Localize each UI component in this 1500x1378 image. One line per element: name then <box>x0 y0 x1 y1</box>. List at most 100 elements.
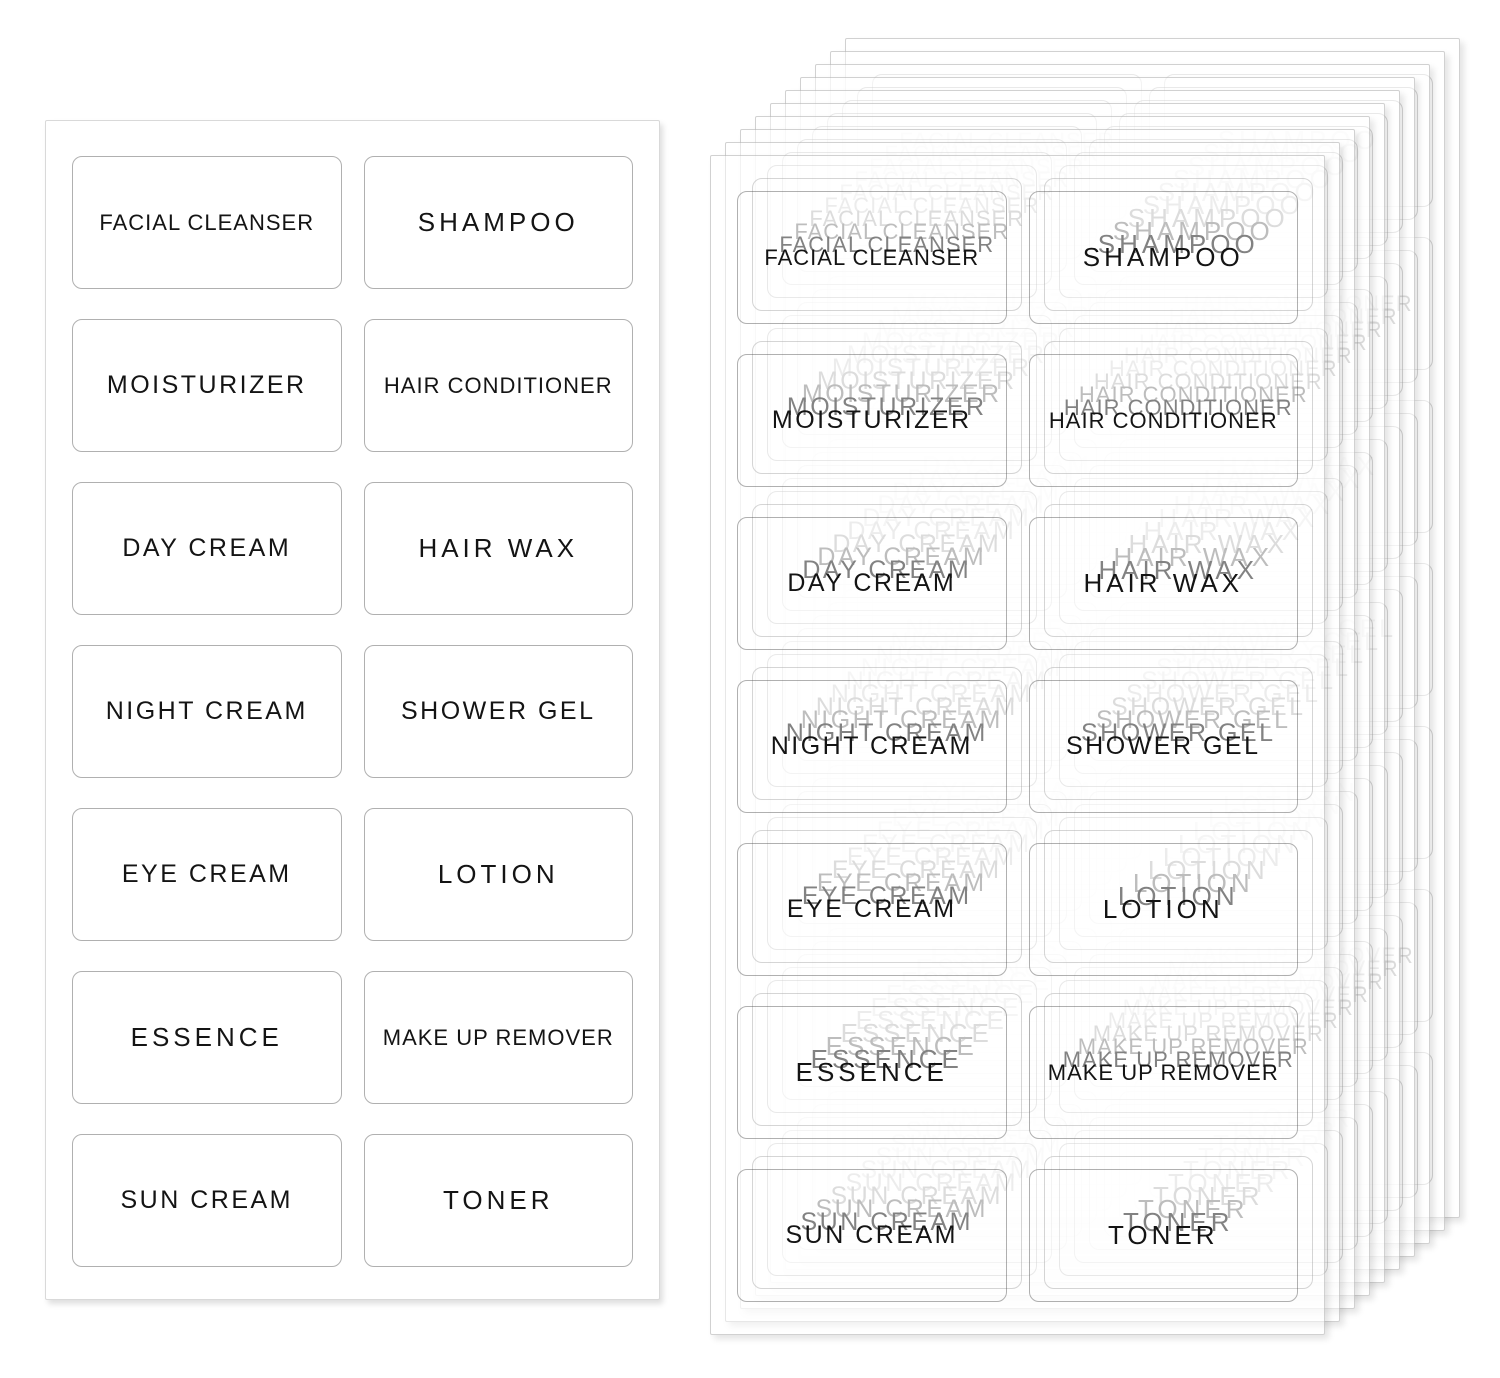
label-sticker: MAKE UP REMOVER <box>1043 993 1313 1126</box>
label-text: SHAMPOO <box>417 207 579 237</box>
label-text: FACIAL CLEANSER <box>99 209 315 235</box>
label-text: LOTION <box>1102 894 1224 924</box>
label-sticker: SHOWER GEL <box>1133 589 1403 722</box>
label-sticker: MOISTURIZER <box>737 354 1007 487</box>
label-text: LOTION <box>1177 829 1299 859</box>
label-sticker: SHOWER GEL <box>1118 602 1388 735</box>
label-sticker: NIGHT CREAM <box>812 615 1082 748</box>
label-sticker: SHOWER GEL <box>1148 576 1418 709</box>
label-sticker: SHAMPOO <box>1148 87 1418 220</box>
label-sticker: LOTION <box>1103 778 1373 911</box>
label-sticker: HAIR WAX <box>1088 465 1358 598</box>
label-text: HAIR WAX <box>1098 555 1259 585</box>
label-sticker: NIGHT CREAM <box>752 667 1022 800</box>
label-sticker: MOISTURIZER <box>782 315 1052 448</box>
label-text: SUN CREAM <box>785 1221 958 1249</box>
label-sticker: ESSENCE <box>797 954 1067 1087</box>
label-sticker: SHOWER GEL <box>363 645 633 778</box>
label-text: SHOWER GEL <box>1186 628 1381 656</box>
label-sticker: HAIR CONDITIONER <box>1088 302 1358 435</box>
label-text: MOISTURIZER <box>106 371 307 399</box>
label-sticker: HAIR WAX <box>1028 517 1298 650</box>
label-sticker: DAY CREAM <box>737 517 1007 650</box>
label-text: FACIAL CLEANSER <box>794 218 1010 244</box>
label-text: MOISTURIZER <box>801 380 1002 408</box>
label-text: SHOWER GEL <box>1111 693 1306 721</box>
label-text: SUN CREAM <box>120 1186 293 1214</box>
label-sticker: LOTION <box>1118 765 1388 898</box>
label-sticker: MAKE UP REMOVER <box>1148 902 1418 1035</box>
label-text: HAIR CONDITIONER <box>1063 394 1293 420</box>
label-text: EYE CREAM <box>816 869 987 897</box>
label-sticker: SUN CREAM <box>72 1134 342 1267</box>
label-text: LOTION <box>1207 803 1329 833</box>
label-text: LOTION <box>1237 777 1359 807</box>
label-sticker: FACIAL CLEANSER <box>72 156 342 289</box>
label-sticker: SHOWER GEL <box>1088 628 1358 761</box>
label-sticker: NIGHT CREAM <box>72 645 342 778</box>
label-text: TONER <box>1227 1116 1339 1146</box>
label-text: SHOWER GEL <box>1126 680 1321 708</box>
label-sticker: TONER <box>1148 1065 1418 1198</box>
label-sheet: FACIAL CLEANSER SHAMPOO MOISTURIZER HAIR CO… <box>710 155 1325 1335</box>
label-sticker: LOTION <box>1043 830 1313 963</box>
label-text: ESSENCE <box>795 1057 948 1087</box>
label-sticker: LOTION <box>1148 739 1418 872</box>
label-text: LOTION <box>1192 816 1314 846</box>
label-text: SHOWER GEL <box>1096 706 1291 734</box>
label-text: MAKE UP REMOVER <box>1167 955 1399 981</box>
label-text: ESSENCE <box>810 1044 963 1074</box>
label-text: SHOWER GEL <box>1081 719 1276 747</box>
label-sticker: HAIR WAX <box>1073 478 1343 611</box>
label-sticker: ESSENCE <box>872 889 1142 1022</box>
label-text: SUN CREAM <box>815 1195 988 1223</box>
label-text: HAIR WAX <box>1083 568 1244 598</box>
label-sticker: MAKE UP REMOVER <box>1073 967 1343 1100</box>
label-sticker: DAY CREAM <box>812 452 1082 585</box>
label-text: HAIR CONDITIONER <box>1153 316 1383 342</box>
label-sticker: HAIR WAX <box>363 482 633 615</box>
label-sticker: FACIAL CLEANSER <box>812 126 1082 259</box>
label-text: ESSENCE <box>885 979 1038 1009</box>
label-sticker: MAKE UP REMOVER <box>1028 1006 1298 1139</box>
label-sticker: MOISTURIZER <box>767 328 1037 461</box>
label-sticker: SUN CREAM <box>752 1156 1022 1289</box>
label-sticker: ESSENCE <box>72 971 342 1104</box>
label-text: SHOWER GEL <box>401 697 596 725</box>
label-text: ESSENCE <box>840 1018 993 1048</box>
label-sticker: TONER <box>1103 1104 1373 1237</box>
label-text: DAY CREAM <box>787 569 957 597</box>
label-sticker: EYE CREAM <box>797 791 1067 924</box>
label-sticker: MOISTURIZER <box>812 289 1082 422</box>
label-text: SHOWER GEL <box>1156 654 1351 682</box>
label-text: TONER <box>1152 1181 1264 1211</box>
label-sticker: MAKE UP REMOVER <box>1103 941 1373 1074</box>
label-sticker: DAY CREAM <box>767 491 1037 624</box>
label-sticker: SHAMPOO <box>1118 113 1388 246</box>
label-text: SHAMPOO <box>1097 229 1259 259</box>
label-text: MOISTURIZER <box>831 354 1032 382</box>
label-text: MAKE UP REMOVER <box>1152 968 1384 994</box>
label-sticker: SHOWER GEL <box>1073 641 1343 774</box>
label-sticker: HAIR CONDITIONER <box>1058 328 1328 461</box>
label-text: EYE CREAM <box>846 843 1017 871</box>
label-sticker: MAKE UP REMOVER <box>1133 915 1403 1048</box>
label-text: MAKE UP REMOVER <box>1047 1059 1279 1085</box>
label-sticker: SUN CREAM <box>737 1169 1007 1302</box>
label-text: EYE CREAM <box>831 856 1002 884</box>
label-text: HAIR CONDITIONER <box>1168 303 1398 329</box>
label-text: NIGHT CREAM <box>785 719 988 747</box>
label-sticker: LOTION <box>363 808 633 941</box>
label-text: SUN CREAM <box>845 1169 1018 1197</box>
label-text: HAIR WAX <box>418 533 579 563</box>
label-text: EYE CREAM <box>801 882 972 910</box>
label-sticker: SUN CREAM <box>767 1143 1037 1276</box>
label-sticker: MOISTURIZER <box>842 263 1112 396</box>
label-text: HAIR CONDITIONER <box>1183 290 1413 316</box>
label-text: MOISTURIZER <box>891 302 1092 330</box>
label-sticker: LOTION <box>1163 726 1433 859</box>
label-text: LOTION <box>1222 790 1344 820</box>
label-sticker: SHAMPOO <box>1058 165 1328 298</box>
